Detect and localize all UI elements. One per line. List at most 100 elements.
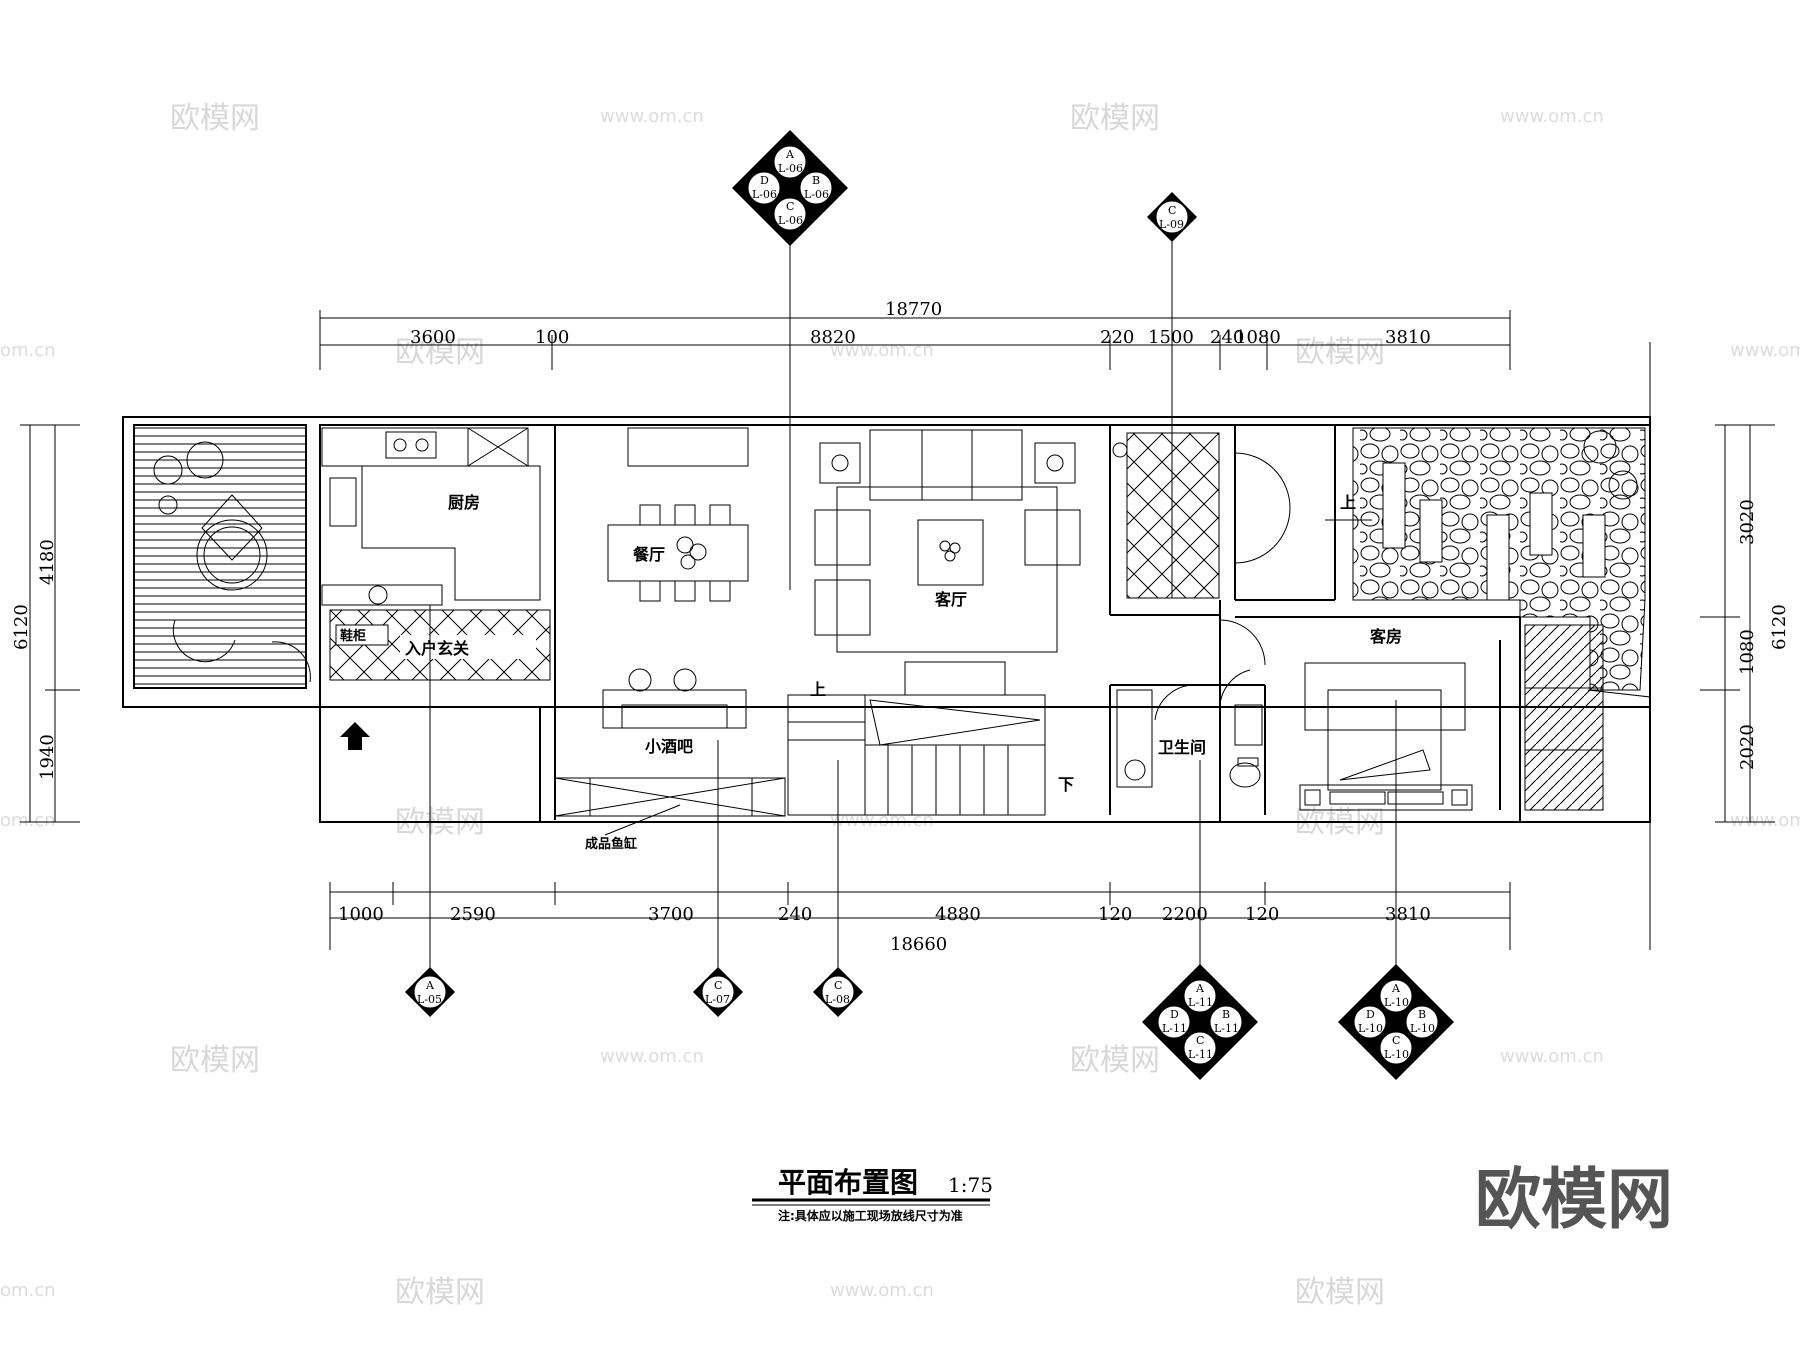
elevation-marker-single: C L-08 <box>813 967 863 1017</box>
watermark-url: om.cn <box>0 810 56 831</box>
marker-ref: L-06 <box>778 214 803 227</box>
watermark-url: om.cn <box>0 1280 56 1301</box>
room-label-entry: 入户玄关 <box>405 639 469 658</box>
watermark-url: www.om.cn <box>830 1280 934 1301</box>
marker-letter: C <box>714 979 722 992</box>
room-label-shoe-cabinet: 鞋柜 <box>340 628 366 644</box>
dim-left-total: 6120 <box>11 604 32 650</box>
stair-down-label: 下 <box>1058 775 1074 794</box>
dimension-lines: 18770 3600 100 8820 220 1500 240 1080 38… <box>11 299 1790 955</box>
watermark-logo: 欧模网 <box>395 335 485 370</box>
elevation-marker-4way: A L-11 D L-11 B L-11 C L-11 <box>1142 964 1258 1080</box>
dim-right-part-3: 2020 <box>1737 724 1758 770</box>
marker-ref: L-07 <box>705 993 730 1006</box>
dim-bottom-seg-2: 2590 <box>450 904 496 925</box>
elevation-marker-4way: A L-06 D L-06 B L-06 C L-06 <box>732 130 848 246</box>
dim-bottom-seg-9: 3810 <box>1385 904 1431 925</box>
marker-ref: L-06 <box>778 162 803 175</box>
elevation-marker-single: A L-05 <box>405 967 455 1017</box>
kitchen: 厨房 <box>321 427 541 606</box>
drawing-scale: 1:75 <box>948 1173 993 1197</box>
watermark-url: www.om.cn <box>1730 340 1800 361</box>
room-label-fish-tank: 成品鱼缸 <box>585 836 637 852</box>
marker-ref: L-10 <box>1384 1048 1409 1061</box>
dim-bottom-seg-6: 120 <box>1098 904 1132 925</box>
dim-right-part-2: 1080 <box>1737 629 1758 675</box>
dim-bottom-seg-5: 4880 <box>935 904 981 925</box>
watermark-url: www.om.cn <box>1500 106 1604 127</box>
marker-letter: C <box>1168 204 1176 217</box>
brand-logo: 欧模网 <box>1475 1161 1673 1238</box>
watermark-logo: 欧模网 <box>1070 101 1160 136</box>
title-block: 平面布置图 1:75 注:具体应以施工现场放线尺寸为准 <box>752 1166 993 1223</box>
watermark-url: www.om.cn <box>1730 810 1800 831</box>
elevation-markers: A L-06 D L-06 B L-06 C L-06 C L-09 A L-0… <box>405 130 1454 1080</box>
room-label-living: 客厅 <box>935 590 967 609</box>
stair-up-label-2: 上 <box>1340 493 1356 512</box>
watermark-url: om.cn <box>0 340 56 361</box>
dim-top-seg-8: 3810 <box>1385 327 1431 348</box>
dining: 餐厅 <box>607 427 749 602</box>
dim-bottom-seg-4: 240 <box>778 904 812 925</box>
marker-ref: L-11 <box>1188 996 1213 1009</box>
marker-letter: A <box>425 979 435 992</box>
marker-ref: L-08 <box>825 993 850 1006</box>
room-label-guest: 客房 <box>1370 627 1402 646</box>
marker-letter: C <box>1196 1034 1204 1047</box>
marker-letter: D <box>1366 1008 1375 1021</box>
watermark-logo: 欧模网 <box>170 1043 260 1078</box>
marker-ref: L-06 <box>752 188 777 201</box>
dim-top-seg-7: 1080 <box>1235 327 1281 348</box>
watermark-logo: 欧模网 <box>170 101 260 136</box>
marker-ref: L-11 <box>1188 1048 1213 1061</box>
dim-top-seg-3: 8820 <box>810 327 856 348</box>
living: 客厅 <box>814 429 1081 653</box>
room-label-dining: 餐厅 <box>632 545 665 564</box>
drawing-note: 注:具体应以施工现场放线尺寸为准 <box>778 1208 963 1223</box>
dim-top-seg-5: 1500 <box>1148 327 1194 348</box>
marker-letter: A <box>1195 982 1205 995</box>
dim-bottom-seg-1: 1000 <box>338 904 384 925</box>
bathroom: 卫生间 <box>1116 684 1263 788</box>
marker-letter: C <box>1392 1034 1400 1047</box>
dim-bottom-total: 18660 <box>890 934 947 955</box>
marker-letter: D <box>760 174 769 187</box>
marker-letter: A <box>785 148 795 161</box>
wardrobe: 上 <box>1112 432 1372 706</box>
stone-garden <box>1352 427 1646 691</box>
room-label-kitchen: 厨房 <box>448 493 480 512</box>
marker-ref: L-10 <box>1384 996 1409 1009</box>
elevation-marker-4way: A L-10 D L-10 B L-10 C L-10 <box>1338 964 1454 1080</box>
marker-ref: L-11 <box>1162 1022 1187 1035</box>
bar-area: 小酒吧 成品鱼缸 <box>554 668 786 852</box>
marker-ref: L-09 <box>1159 218 1184 231</box>
dim-top-seg-1: 3600 <box>410 327 456 348</box>
marker-ref: L-05 <box>417 993 442 1006</box>
entry-arrow-icon <box>340 722 370 750</box>
elevation-marker-single: C L-07 <box>693 967 743 1017</box>
watermark-logo: 欧模网 <box>1295 335 1385 370</box>
marker-ref: L-10 <box>1410 1022 1435 1035</box>
marker-letter: B <box>1222 1008 1230 1021</box>
stairs: 上 下 <box>787 661 1074 816</box>
terrace <box>133 424 307 689</box>
marker-letter: C <box>834 979 842 992</box>
marker-ref: L-10 <box>1358 1022 1383 1035</box>
watermark-logo: 欧模网 <box>1295 1275 1385 1310</box>
dim-left-part-1: 4180 <box>37 539 58 585</box>
room-label-bar: 小酒吧 <box>645 737 693 756</box>
dim-right-part-1: 3020 <box>1737 499 1758 545</box>
room-label-bath: 卫生间 <box>1158 738 1206 757</box>
guest-room: 客房 <box>1299 624 1604 811</box>
dim-top-seg-2: 100 <box>535 327 569 348</box>
marker-letter: C <box>786 200 794 213</box>
dim-top-total: 18770 <box>885 299 942 320</box>
dim-bottom-seg-3: 3700 <box>648 904 694 925</box>
marker-letter: A <box>1391 982 1401 995</box>
watermark-logo: 欧模网 <box>395 1275 485 1310</box>
marker-letter: B <box>812 174 820 187</box>
marker-ref: L-06 <box>804 188 829 201</box>
marker-ref: L-11 <box>1214 1022 1239 1035</box>
stair-up-label: 上 <box>810 680 826 699</box>
